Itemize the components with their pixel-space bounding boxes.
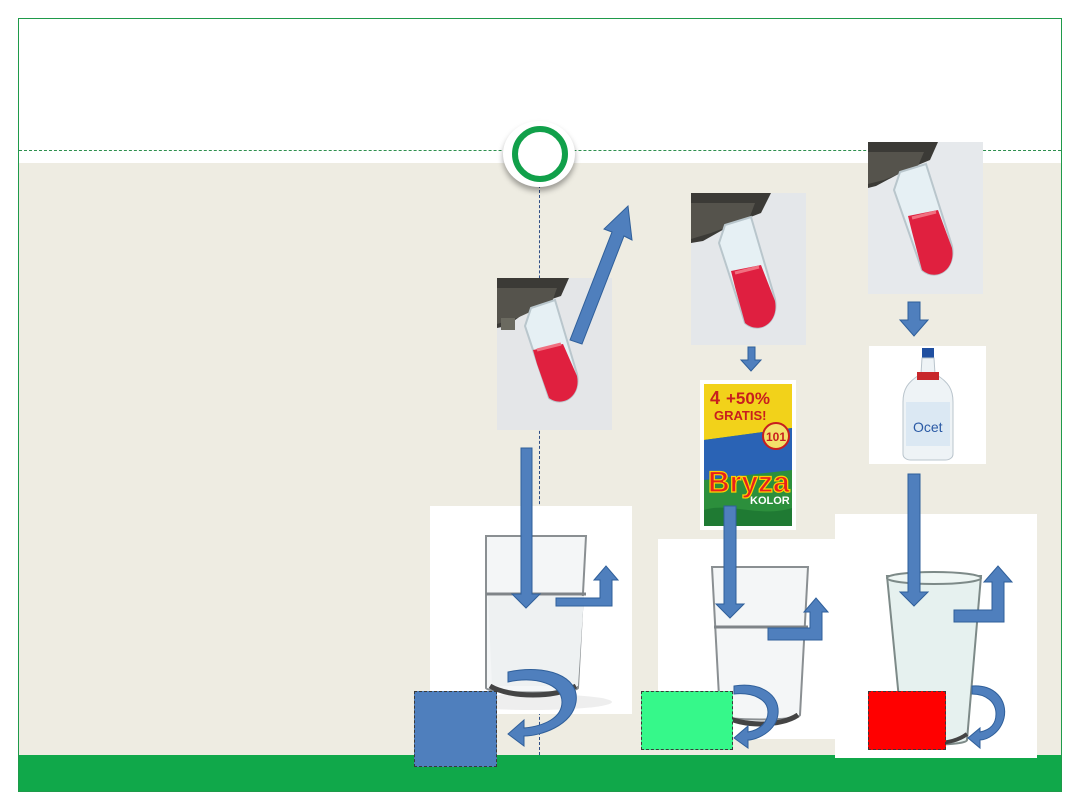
detergent-brand: Bryza [708,466,790,499]
circle-badge [512,126,568,182]
result-swatch-green [641,691,733,750]
slide-frame [18,18,1062,792]
detergent-promo-word: GRATIS! [714,408,766,423]
detergent-pack-photo: 4 +50% GRATIS! 101 Bryza KOLOR [700,380,796,530]
result-swatch-blue [414,691,497,767]
test-tube-photo-2 [691,193,806,345]
result-swatch-red [868,691,946,750]
test-tube-photo-1 [497,278,612,430]
vinegar-bottle-photo: Ocet [869,346,986,464]
detergent-promo-number: 4 [710,388,720,408]
test-tube-photo-3 [868,142,983,294]
footer-bar [19,755,1061,791]
vinegar-label-text: Ocet [913,419,943,435]
glass-photo-1 [430,506,632,714]
detergent-promo-percent: +50% [726,389,770,408]
detergent-sub: KOLOR [750,495,790,507]
detergent-badge: 101 [766,430,786,444]
